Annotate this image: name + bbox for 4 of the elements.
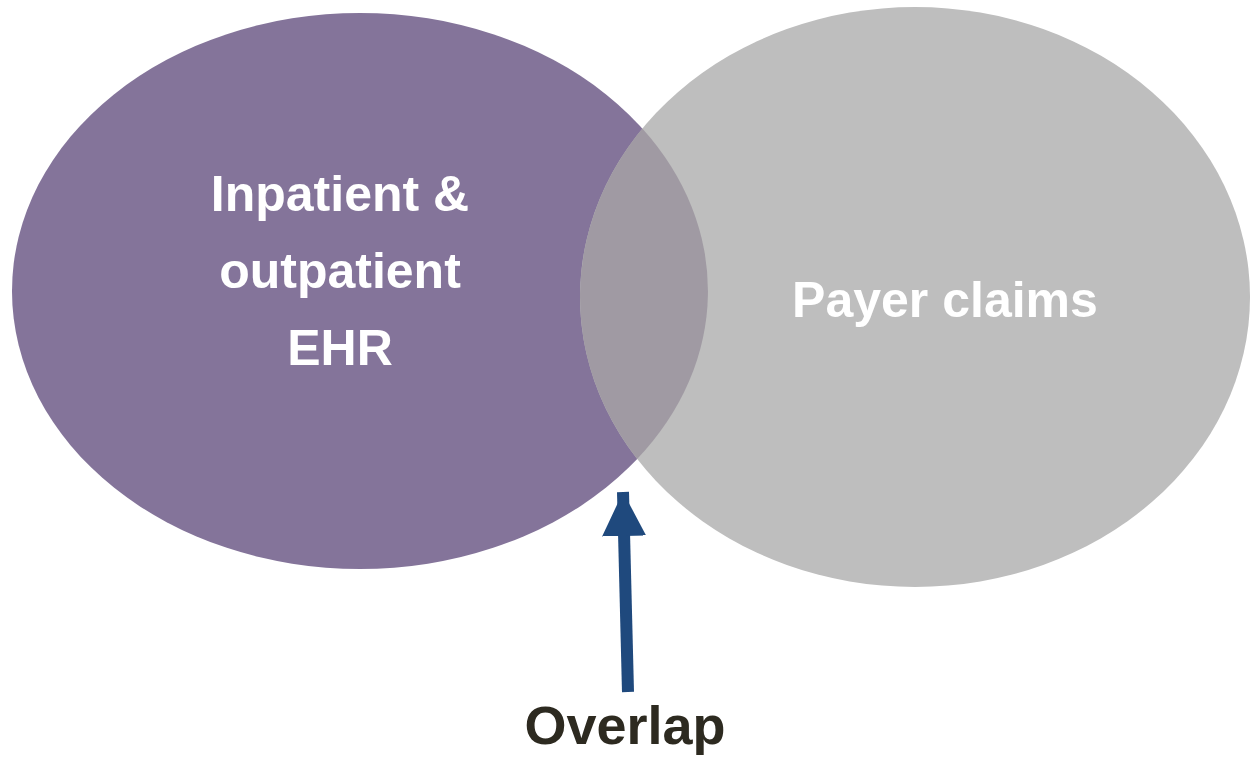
callout-label: Overlap xyxy=(523,694,727,757)
arrow xyxy=(602,491,647,693)
region-label: Inpatient & outpatient EHR xyxy=(209,165,471,378)
region-label: Payer claims xyxy=(791,271,1099,330)
